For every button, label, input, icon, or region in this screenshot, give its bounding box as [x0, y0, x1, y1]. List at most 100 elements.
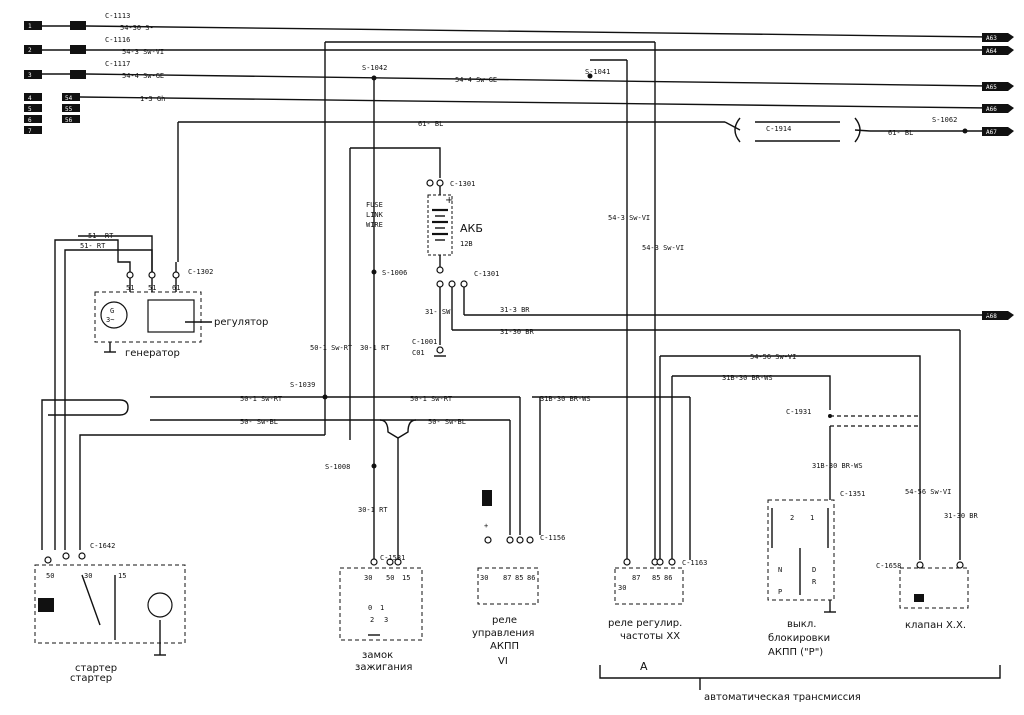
pin-label: 30 — [84, 572, 92, 580]
terminal-label: 2 — [28, 47, 32, 54]
idle-relay — [614, 558, 684, 605]
splice-label: S-1039 — [290, 381, 315, 389]
pos-label: 3 — [384, 616, 388, 624]
ref-label: A67 — [986, 129, 997, 136]
pin-label: 85 — [652, 574, 660, 582]
pin-label: 50 — [46, 572, 54, 580]
ref-label: A68 — [986, 313, 997, 320]
wire-label: 51- RT — [88, 232, 114, 240]
pin-label: 87 — [632, 574, 640, 582]
pos-label: 0 — [368, 604, 372, 612]
connector-label: C-1001 — [412, 338, 437, 346]
ignition-label: замок — [362, 650, 393, 661]
starter-feed-wires — [54, 235, 153, 550]
terminal-label: 5 — [28, 106, 32, 113]
battery-ground — [434, 280, 990, 357]
wire-label: 50-1 Sw-RT — [240, 395, 283, 403]
connector-label: C-1351 — [840, 490, 865, 498]
pin-label: 30 — [618, 584, 626, 592]
gear-pos: P — [778, 588, 782, 596]
pin-label: 15 — [118, 572, 126, 580]
ref-label: A63 — [986, 35, 997, 42]
wire-label: 54-3 Sw-VI — [122, 48, 164, 56]
wire-label: 31- SW — [425, 308, 451, 316]
terminal-label: 4 — [28, 95, 32, 102]
terminal-tag — [24, 104, 42, 112]
ref-label: A64 — [986, 48, 997, 55]
wire-label: 50-1 Sw-RT — [410, 395, 453, 403]
wire-label: 31B-30 BR-WS — [812, 462, 863, 470]
connector-label: C01 — [412, 349, 425, 357]
starter-label: стартер — [75, 663, 117, 674]
splice-label: S-1008 — [325, 463, 350, 471]
pin-label: 87 — [503, 574, 511, 582]
wire-label: 30-1 RT — [360, 344, 390, 352]
terminal-label: 55 — [65, 106, 73, 113]
wire-label: 54-3 Sw-VI — [608, 214, 650, 222]
left-terminal-column: 1 2 3 4 5 6 7 54 55 56 — [24, 21, 86, 135]
pin-label: 50 — [386, 574, 394, 582]
terminal-label: 56 — [65, 117, 73, 124]
relay-akpp — [477, 490, 539, 605]
pin-label: 51 — [126, 284, 134, 292]
idle-valve — [899, 561, 969, 609]
pin-label: 30 — [480, 574, 488, 582]
connector-label: C-1531 — [380, 554, 405, 562]
idle-relay-label-2: частоты ХХ — [620, 631, 680, 642]
wire-label: 31-30 BR — [500, 328, 535, 336]
ignition-switch — [339, 558, 423, 641]
terminal-tag — [24, 93, 42, 101]
relay-number: 2 — [484, 497, 488, 505]
gen-phase: 3~ — [106, 316, 114, 324]
wire-label: 1-3 Gh — [140, 95, 165, 103]
connector-label: C-1117 — [105, 60, 130, 68]
connector-label: C-1301 — [474, 270, 499, 278]
pin-label: 15 — [402, 574, 410, 582]
valve-label: клапан Х.Х. — [905, 620, 966, 631]
wire-label: 61- BL — [418, 120, 443, 128]
section-label: А — [640, 660, 648, 673]
relay-plus: + — [484, 522, 488, 530]
wire-label: 54-3 Sw-VI — [642, 244, 684, 252]
battery-voltage: 12В — [460, 240, 473, 248]
pos-label: 2 — [370, 616, 374, 624]
connector-label: C-1931 — [786, 408, 811, 416]
terminal-tag — [24, 126, 42, 134]
connector-label: C-1302 — [188, 268, 213, 276]
wire-label: 51- RT — [80, 242, 106, 250]
wire-label: 54-30 S- — [120, 24, 154, 32]
connector-label: C-1658 — [876, 562, 901, 570]
right-reference-column: A63 A64 A65 A66 A67 A68 — [982, 33, 1014, 320]
relay-akpp-label: реле — [492, 615, 517, 626]
ref-label: A66 — [986, 106, 997, 113]
lock-label-3: АКПП ("Р") — [768, 647, 823, 658]
regulator-label: регулятор — [214, 317, 268, 328]
battery-label: АКБ — [460, 222, 483, 235]
pin-label: 85 — [515, 574, 523, 582]
connector-label: C-1642 — [90, 542, 115, 550]
wire-label: 50-1 Sw-RT — [310, 344, 353, 352]
wire-label: 54-56 Sw-VI — [750, 353, 796, 361]
wire-label: 50- Sw-BL — [428, 418, 466, 426]
pin-label: 51 — [148, 284, 156, 292]
pin-label: 30 — [364, 574, 372, 582]
park-lock-switch — [767, 499, 836, 613]
wire-label: 31B-30 BR-WS — [540, 395, 591, 403]
starter-label-2: стартер — [70, 673, 112, 684]
splice-label: S-1041 — [585, 68, 610, 76]
generator: G 3~ — [94, 262, 212, 353]
lock-label: выкл. — [787, 619, 816, 630]
starter — [34, 552, 186, 656]
gen-symbol: G — [110, 307, 114, 315]
wire-label: 30-1 RT — [358, 506, 388, 514]
gear-pos: D — [812, 566, 816, 574]
ignition-label-2: зажигания — [355, 662, 412, 673]
terminal-tag — [24, 115, 42, 123]
connector-label: C-1301 — [450, 180, 475, 188]
relay-akpp-label-2: управления — [472, 628, 534, 639]
fuse-label: WIRE — [366, 221, 383, 229]
wire-label: 31-30 BR — [944, 512, 979, 520]
gear-pos: R — [812, 578, 817, 586]
auto-transmission-bracket — [599, 665, 1001, 690]
